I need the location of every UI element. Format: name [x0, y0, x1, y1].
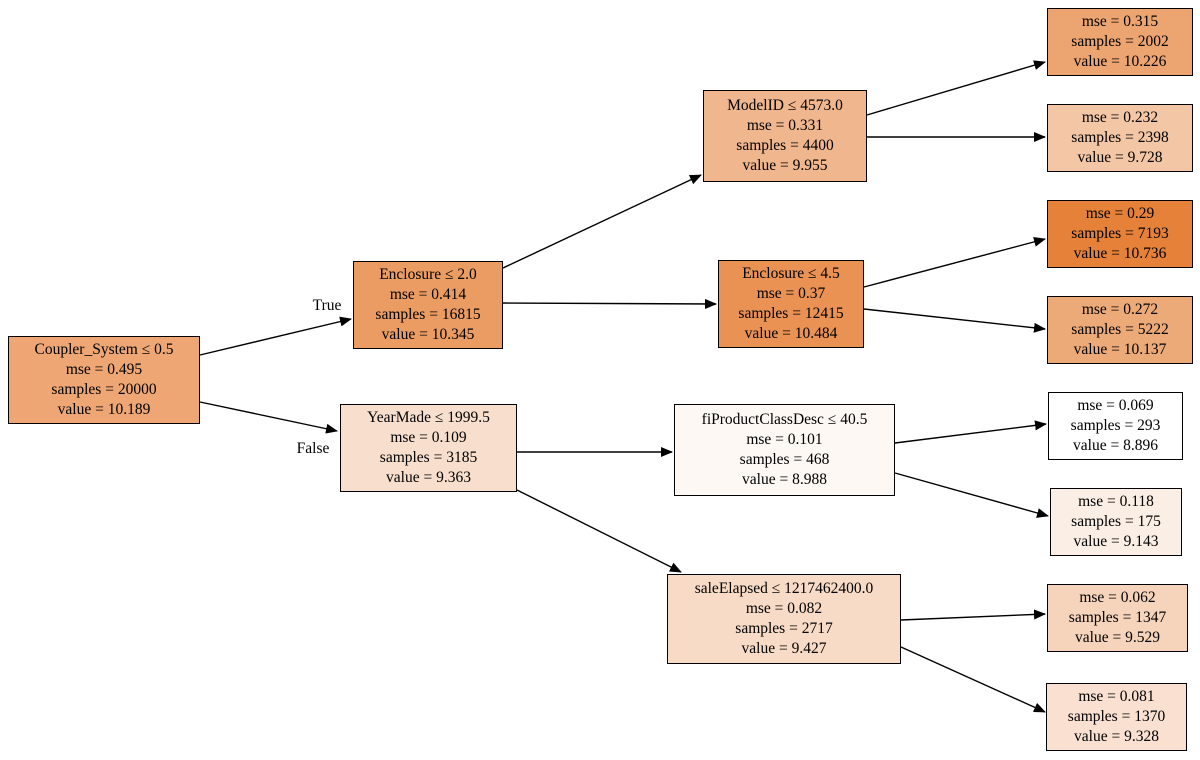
node-fiproductclassdesc-condition: fiProductClassDesc ≤ 40.5 [701, 411, 868, 428]
leaf-8-value: value = 9.328 [1074, 728, 1159, 745]
node-enclosure-2-condition: Enclosure ≤ 2.0 [379, 266, 477, 283]
node-enclosure-2: Enclosure ≤ 2.0 mse = 0.414 samples = 16… [353, 261, 503, 349]
node-root: Coupler_System ≤ 0.5 mse = 0.495 samples… [8, 336, 200, 424]
node-modelid-value: value = 9.955 [742, 157, 828, 174]
leaf-7-samples: samples = 1347 [1068, 609, 1167, 626]
leaf-node-7: mse = 0.062 samples = 1347 value = 9.529 [1047, 584, 1188, 652]
edge-enclosure45-leaf3 [863, 236, 1046, 288]
node-fiproductclassdesc-samples: samples = 468 [739, 451, 830, 468]
edge-enclosure2-modelid [502, 174, 702, 269]
node-enclosure-2-mse: mse = 0.414 [389, 286, 467, 303]
edge-fiproduct-leaf5 [894, 420, 1047, 444]
leaf-1-samples: samples = 2002 [1071, 33, 1169, 50]
leaf-4-value: value = 10.137 [1073, 341, 1167, 358]
edge-saleelapsed-leaf8 [900, 646, 1046, 713]
node-enclosure-45-samples: samples = 12415 [738, 305, 844, 322]
leaf-node-6: mse = 0.118 samples = 175 value = 9.143 [1050, 488, 1182, 556]
node-saleelapsed: saleElapsed ≤ 1217462400.0 mse = 0.082 s… [667, 574, 901, 664]
edge-root-false [199, 401, 338, 434]
node-root-samples: samples = 20000 [51, 381, 157, 398]
node-yearmade-samples: samples = 3185 [379, 449, 478, 466]
edge-modelid-leaf1 [866, 60, 1046, 116]
leaf-2-value: value = 9.728 [1077, 149, 1163, 166]
node-enclosure-45: Enclosure ≤ 4.5 mse = 0.37 samples = 124… [718, 260, 864, 348]
leaf-1-value: value = 10.226 [1073, 53, 1167, 70]
leaf-node-2: mse = 0.232 samples = 2398 value = 9.728 [1047, 104, 1193, 172]
leaf-6-samples: samples = 175 [1071, 513, 1161, 530]
leaf-2-mse: mse = 0.232 [1081, 109, 1159, 126]
node-root-value: value = 10.189 [57, 401, 151, 418]
leaf-4-samples: samples = 5222 [1071, 321, 1169, 338]
leaf-node-4: mse = 0.272 samples = 5222 value = 10.13… [1047, 296, 1193, 364]
leaf-7-mse: mse = 0.062 [1079, 589, 1156, 606]
edge-saleelapsed-leaf7 [900, 609, 1046, 621]
edge-root-true [199, 316, 352, 356]
node-saleelapsed-value: value = 9.427 [741, 640, 827, 657]
node-yearmade-condition: YearMade ≤ 1999.5 [367, 409, 490, 426]
node-modelid-mse: mse = 0.331 [746, 117, 824, 134]
leaf-1-mse: mse = 0.315 [1081, 13, 1159, 30]
leaf-3-samples: samples = 7193 [1071, 225, 1169, 242]
leaf-5-value: value = 8.896 [1073, 437, 1158, 454]
leaf-node-5: mse = 0.069 samples = 293 value = 8.896 [1048, 392, 1183, 460]
leaf-node-1: mse = 0.315 samples = 2002 value = 10.22… [1047, 8, 1193, 76]
node-enclosure-2-samples: samples = 16815 [375, 306, 481, 323]
leaf-6-value: value = 9.143 [1073, 533, 1159, 550]
leaf-5-samples: samples = 293 [1070, 417, 1161, 434]
node-yearmade: YearMade ≤ 1999.5 mse = 0.109 samples = … [340, 404, 517, 492]
leaf-3-value: value = 10.736 [1073, 245, 1167, 262]
leaf-4-mse: mse = 0.272 [1081, 301, 1159, 318]
node-yearmade-value: value = 9.363 [386, 469, 471, 486]
leaf-node-3: mse = 0.29 samples = 7193 value = 10.736 [1047, 200, 1193, 268]
leaf-7-value: value = 9.529 [1075, 629, 1160, 646]
node-saleelapsed-condition: saleElapsed ≤ 1217462400.0 [694, 580, 874, 597]
node-yearmade-mse: mse = 0.109 [390, 429, 467, 446]
leaf-8-samples: samples = 1370 [1067, 708, 1166, 725]
edge-label-false: False [297, 440, 330, 457]
node-saleelapsed-mse: mse = 0.082 [745, 600, 823, 617]
node-fiproductclassdesc-value: value = 8.988 [742, 471, 827, 488]
node-modelid: ModelID ≤ 4573.0 mse = 0.331 samples = 4… [703, 90, 867, 182]
leaf-8-mse: mse = 0.081 [1078, 688, 1155, 705]
edge-enclosure45-leaf4 [863, 308, 1046, 333]
node-root-condition: Coupler_System ≤ 0.5 [34, 341, 174, 358]
node-enclosure-2-value: value = 10.345 [381, 326, 475, 343]
edge-fiproduct-leaf6 [894, 472, 1049, 518]
edge-yearmade-saleelapsed [516, 489, 682, 573]
node-fiproductclassdesc: fiProductClassDesc ≤ 40.5 mse = 0.101 sa… [674, 404, 895, 496]
leaf-3-mse: mse = 0.29 [1085, 205, 1155, 222]
node-enclosure-45-mse: mse = 0.37 [756, 285, 826, 302]
edge-label-true: True [313, 297, 342, 314]
leaf-2-samples: samples = 2398 [1071, 129, 1169, 146]
leaf-6-mse: mse = 0.118 [1078, 493, 1154, 510]
node-enclosure-45-condition: Enclosure ≤ 4.5 [742, 265, 840, 282]
node-modelid-samples: samples = 4400 [736, 137, 834, 154]
node-root-mse: mse = 0.495 [65, 361, 143, 378]
node-fiproductclassdesc-mse: mse = 0.101 [746, 431, 823, 448]
leaf-node-8: mse = 0.081 samples = 1370 value = 9.328 [1046, 683, 1187, 751]
leaf-5-mse: mse = 0.069 [1077, 397, 1154, 414]
edge-enclosure2-enclosure45 [502, 298, 717, 309]
node-saleelapsed-samples: samples = 2717 [735, 620, 833, 637]
node-enclosure-45-value: value = 10.484 [744, 325, 838, 342]
node-modelid-condition: ModelID ≤ 4573.0 [727, 97, 843, 114]
